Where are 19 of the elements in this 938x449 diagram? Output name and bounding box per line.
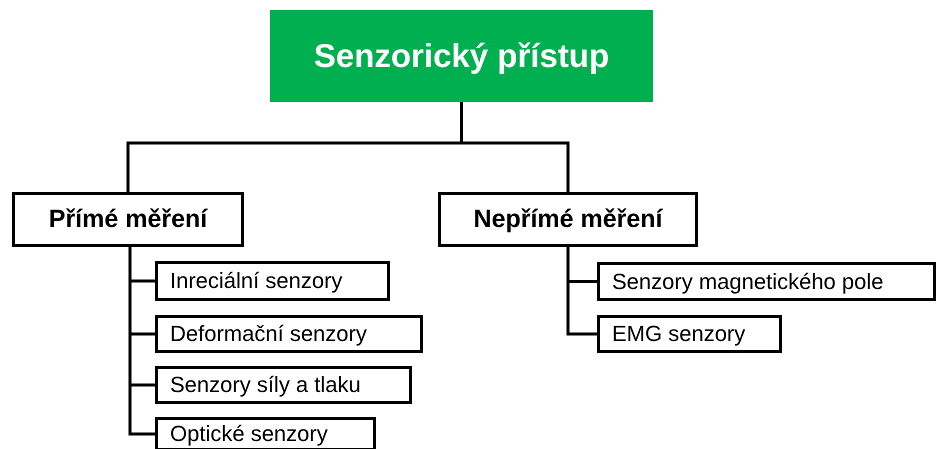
- item-box: [155, 417, 376, 449]
- item-box: [155, 315, 423, 353]
- title-box: [270, 10, 653, 102]
- item-box: [155, 261, 390, 301]
- node-text: EMG senzory: [612, 321, 746, 347]
- node-text: Nepřímé měření: [474, 205, 662, 234]
- category-box: [438, 192, 698, 247]
- node-text: Inreciální senzory: [170, 268, 342, 294]
- node-text: Deformační senzory: [170, 321, 367, 347]
- node-text: Senzorický přístup: [314, 37, 610, 75]
- node-text: Optické senzory: [170, 421, 328, 447]
- node-text: Senzory síly a tlaku: [170, 372, 361, 398]
- node-text: Senzory magnetického pole: [612, 268, 884, 294]
- item-box: [597, 262, 936, 301]
- category-box: [12, 192, 244, 247]
- item-box: [597, 315, 782, 353]
- item-box: [155, 366, 412, 404]
- connector-line: [128, 247, 155, 436]
- node-text: Přímé měření: [48, 205, 208, 234]
